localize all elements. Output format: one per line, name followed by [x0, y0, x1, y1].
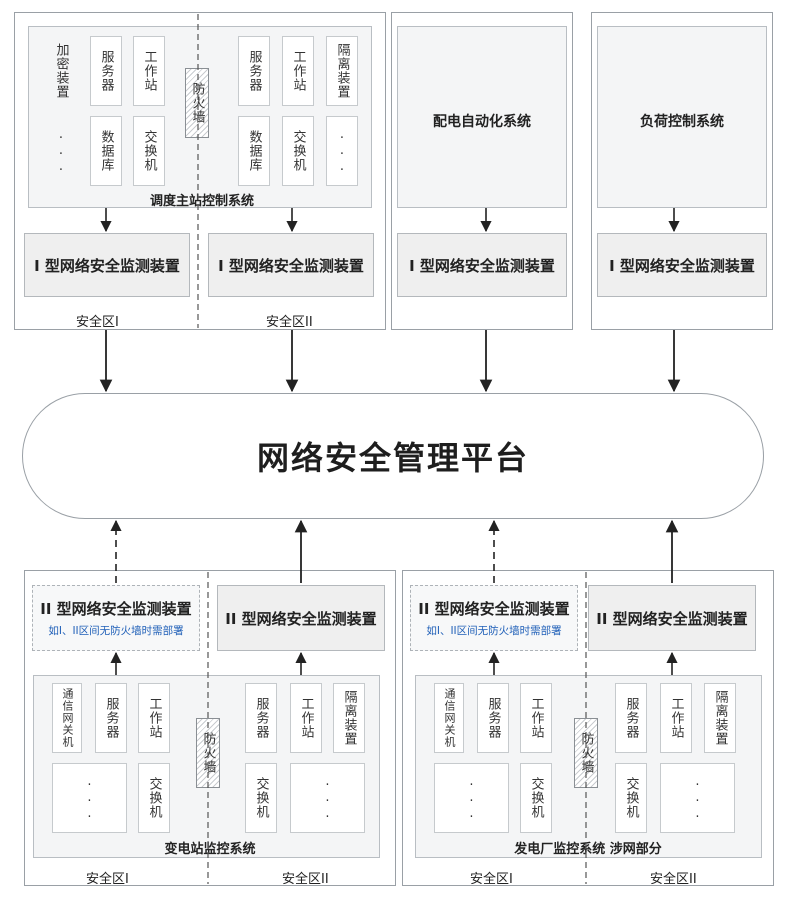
dots-placeholder: ... — [660, 763, 735, 833]
substation-zone2-label: 安全区II — [282, 872, 329, 887]
server-node: 服务器 — [95, 683, 127, 753]
isolation-device: 隔离装置 — [326, 36, 358, 106]
workstation-node: 工作站 — [282, 36, 314, 106]
dots-placeholder: ... — [290, 763, 365, 833]
dispatch-monitor-zone2: I 型网络安全监测装置 — [208, 233, 374, 297]
server-node: 服务器 — [245, 683, 277, 753]
dispatch-system-label: 调度主站控制系统 — [149, 194, 254, 209]
dispatch-zone2-label: 安全区II — [266, 315, 313, 330]
encrypt-device: 加密装置 — [53, 43, 69, 99]
substation-system-label: 变电站监控系统 — [164, 842, 256, 857]
dots-placeholder: ... — [434, 763, 509, 833]
dots-placeholder: ... — [326, 116, 358, 186]
workstation-node: 工作站 — [290, 683, 322, 753]
switch-node: 交换机 — [282, 116, 314, 186]
power-plant-monitor-zone2: II 型网络安全监测装置 — [588, 585, 756, 651]
workstation-node: 工作站 — [520, 683, 552, 753]
firewall: 防火墙 — [185, 68, 209, 138]
firewall: 防火墙 — [196, 718, 220, 788]
security-management-platform: 网络安全管理平台 — [22, 393, 764, 519]
substation-monitor-zone2: II 型网络安全监测装置 — [217, 585, 385, 651]
database-node: 数据库 — [90, 116, 122, 186]
monitor-title: II 型网络安全监测装置 — [418, 600, 570, 618]
isolation-device: 隔离装置 — [704, 683, 736, 753]
distribution-system-panel: 配电自动化系统 — [397, 26, 567, 208]
substation-zone1-label: 安全区I — [86, 872, 129, 887]
switch-node: 交换机 — [245, 763, 277, 833]
deployment-note: 如I、II区间无防火墙时需部署 — [48, 625, 184, 637]
isolation-device: 隔离装置 — [333, 683, 365, 753]
switch-node: 交换机 — [520, 763, 552, 833]
deployment-note: 如I、II区间无防火墙时需部署 — [426, 625, 562, 637]
gateway-node: 通信网关机 — [434, 683, 464, 753]
server-node: 服务器 — [90, 36, 122, 106]
server-node: 服务器 — [615, 683, 647, 753]
distribution-monitor: I 型网络安全监测装置 — [397, 233, 567, 297]
gateway-node: 通信网关机 — [52, 683, 82, 753]
server-node: 服务器 — [477, 683, 509, 753]
dots-placeholder: ... — [53, 127, 69, 175]
workstation-node: 工作站 — [133, 36, 165, 106]
substation-monitor-zone1: II 型网络安全监测装置 如I、II区间无防火墙时需部署 — [32, 585, 200, 651]
dispatch-zone1-label: 安全区I — [76, 315, 119, 330]
dots-placeholder: ... — [52, 763, 127, 833]
power-plant-monitor-zone1: II 型网络安全监测装置 如I、II区间无防火墙时需部署 — [410, 585, 578, 651]
database-node: 数据库 — [238, 116, 270, 186]
workstation-node: 工作站 — [660, 683, 692, 753]
switch-node: 交换机 — [138, 763, 170, 833]
server-node: 服务器 — [238, 36, 270, 106]
load-control-monitor: I 型网络安全监测装置 — [597, 233, 767, 297]
monitor-title: II 型网络安全监测装置 — [40, 600, 192, 618]
power-plant-zone2-label: 安全区II — [650, 872, 697, 887]
dispatch-monitor-zone1: I 型网络安全监测装置 — [24, 233, 190, 297]
switch-node: 交换机 — [133, 116, 165, 186]
power-plant-zone1-label: 安全区I — [470, 872, 513, 887]
power-plant-system-label: 发电厂监控系统 涉网部分 — [514, 842, 662, 857]
switch-node: 交换机 — [615, 763, 647, 833]
load-control-system-panel: 负荷控制系统 — [597, 26, 767, 208]
workstation-node: 工作站 — [138, 683, 170, 753]
